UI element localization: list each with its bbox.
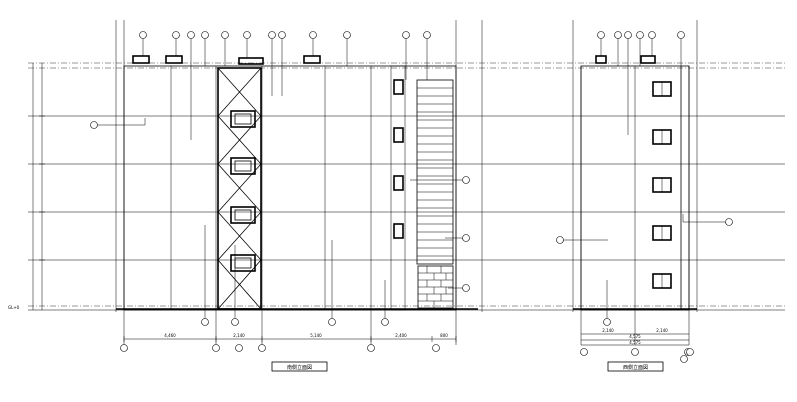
west-span-total-1: 4,575 [629, 334, 641, 339]
south-level-gl: GL+0 [8, 305, 20, 310]
west-elevation: 2,140 2,140 4,575 4,575 西側立面図 [556, 20, 733, 372]
west-roof-equipment [595, 55, 656, 64]
south-grid-lines [115, 20, 483, 345]
south-elevation: 4,460 2,140 5,140 2,400 800 GL+0 南 [8, 20, 785, 372]
south-building-outline [123, 65, 457, 311]
south-dimension-line: 4,460 2,140 5,140 2,400 800 [123, 333, 457, 342]
west-top-callouts [597, 31, 685, 135]
west-span-total-2: 4,575 [629, 340, 641, 345]
west-windows [652, 81, 672, 289]
south-small-windows [390, 65, 406, 311]
south-level-dimensions: GL+0 [8, 63, 45, 310]
south-brick-base [417, 265, 454, 309]
south-bottom-callouts [201, 225, 389, 326]
west-elevation-title: 西側立面図 [623, 364, 648, 371]
south-span-1: 4,460 [164, 333, 176, 338]
west-grid-bubbles [580, 348, 694, 363]
south-side-callouts [90, 118, 470, 292]
west-span-1: 2,140 [602, 328, 614, 333]
floor-level-lines [28, 62, 785, 311]
south-elevation-title: 南側立面図 [287, 364, 312, 371]
south-span-2: 2,140 [233, 333, 245, 338]
south-span-4: 2,400 [395, 333, 407, 338]
roof-equipment [132, 55, 321, 65]
west-dimension-lines: 2,140 2,140 4,575 4,575 [581, 328, 689, 346]
west-span-2: 2,140 [656, 328, 668, 333]
south-span-3: 5,140 [310, 333, 322, 338]
west-side-callouts [556, 214, 733, 326]
south-shaft-bracing [217, 67, 262, 310]
south-top-callouts [139, 31, 431, 140]
south-grid-bubbles [120, 344, 440, 352]
south-staircase [416, 79, 454, 265]
south-span-5: 800 [440, 333, 448, 338]
